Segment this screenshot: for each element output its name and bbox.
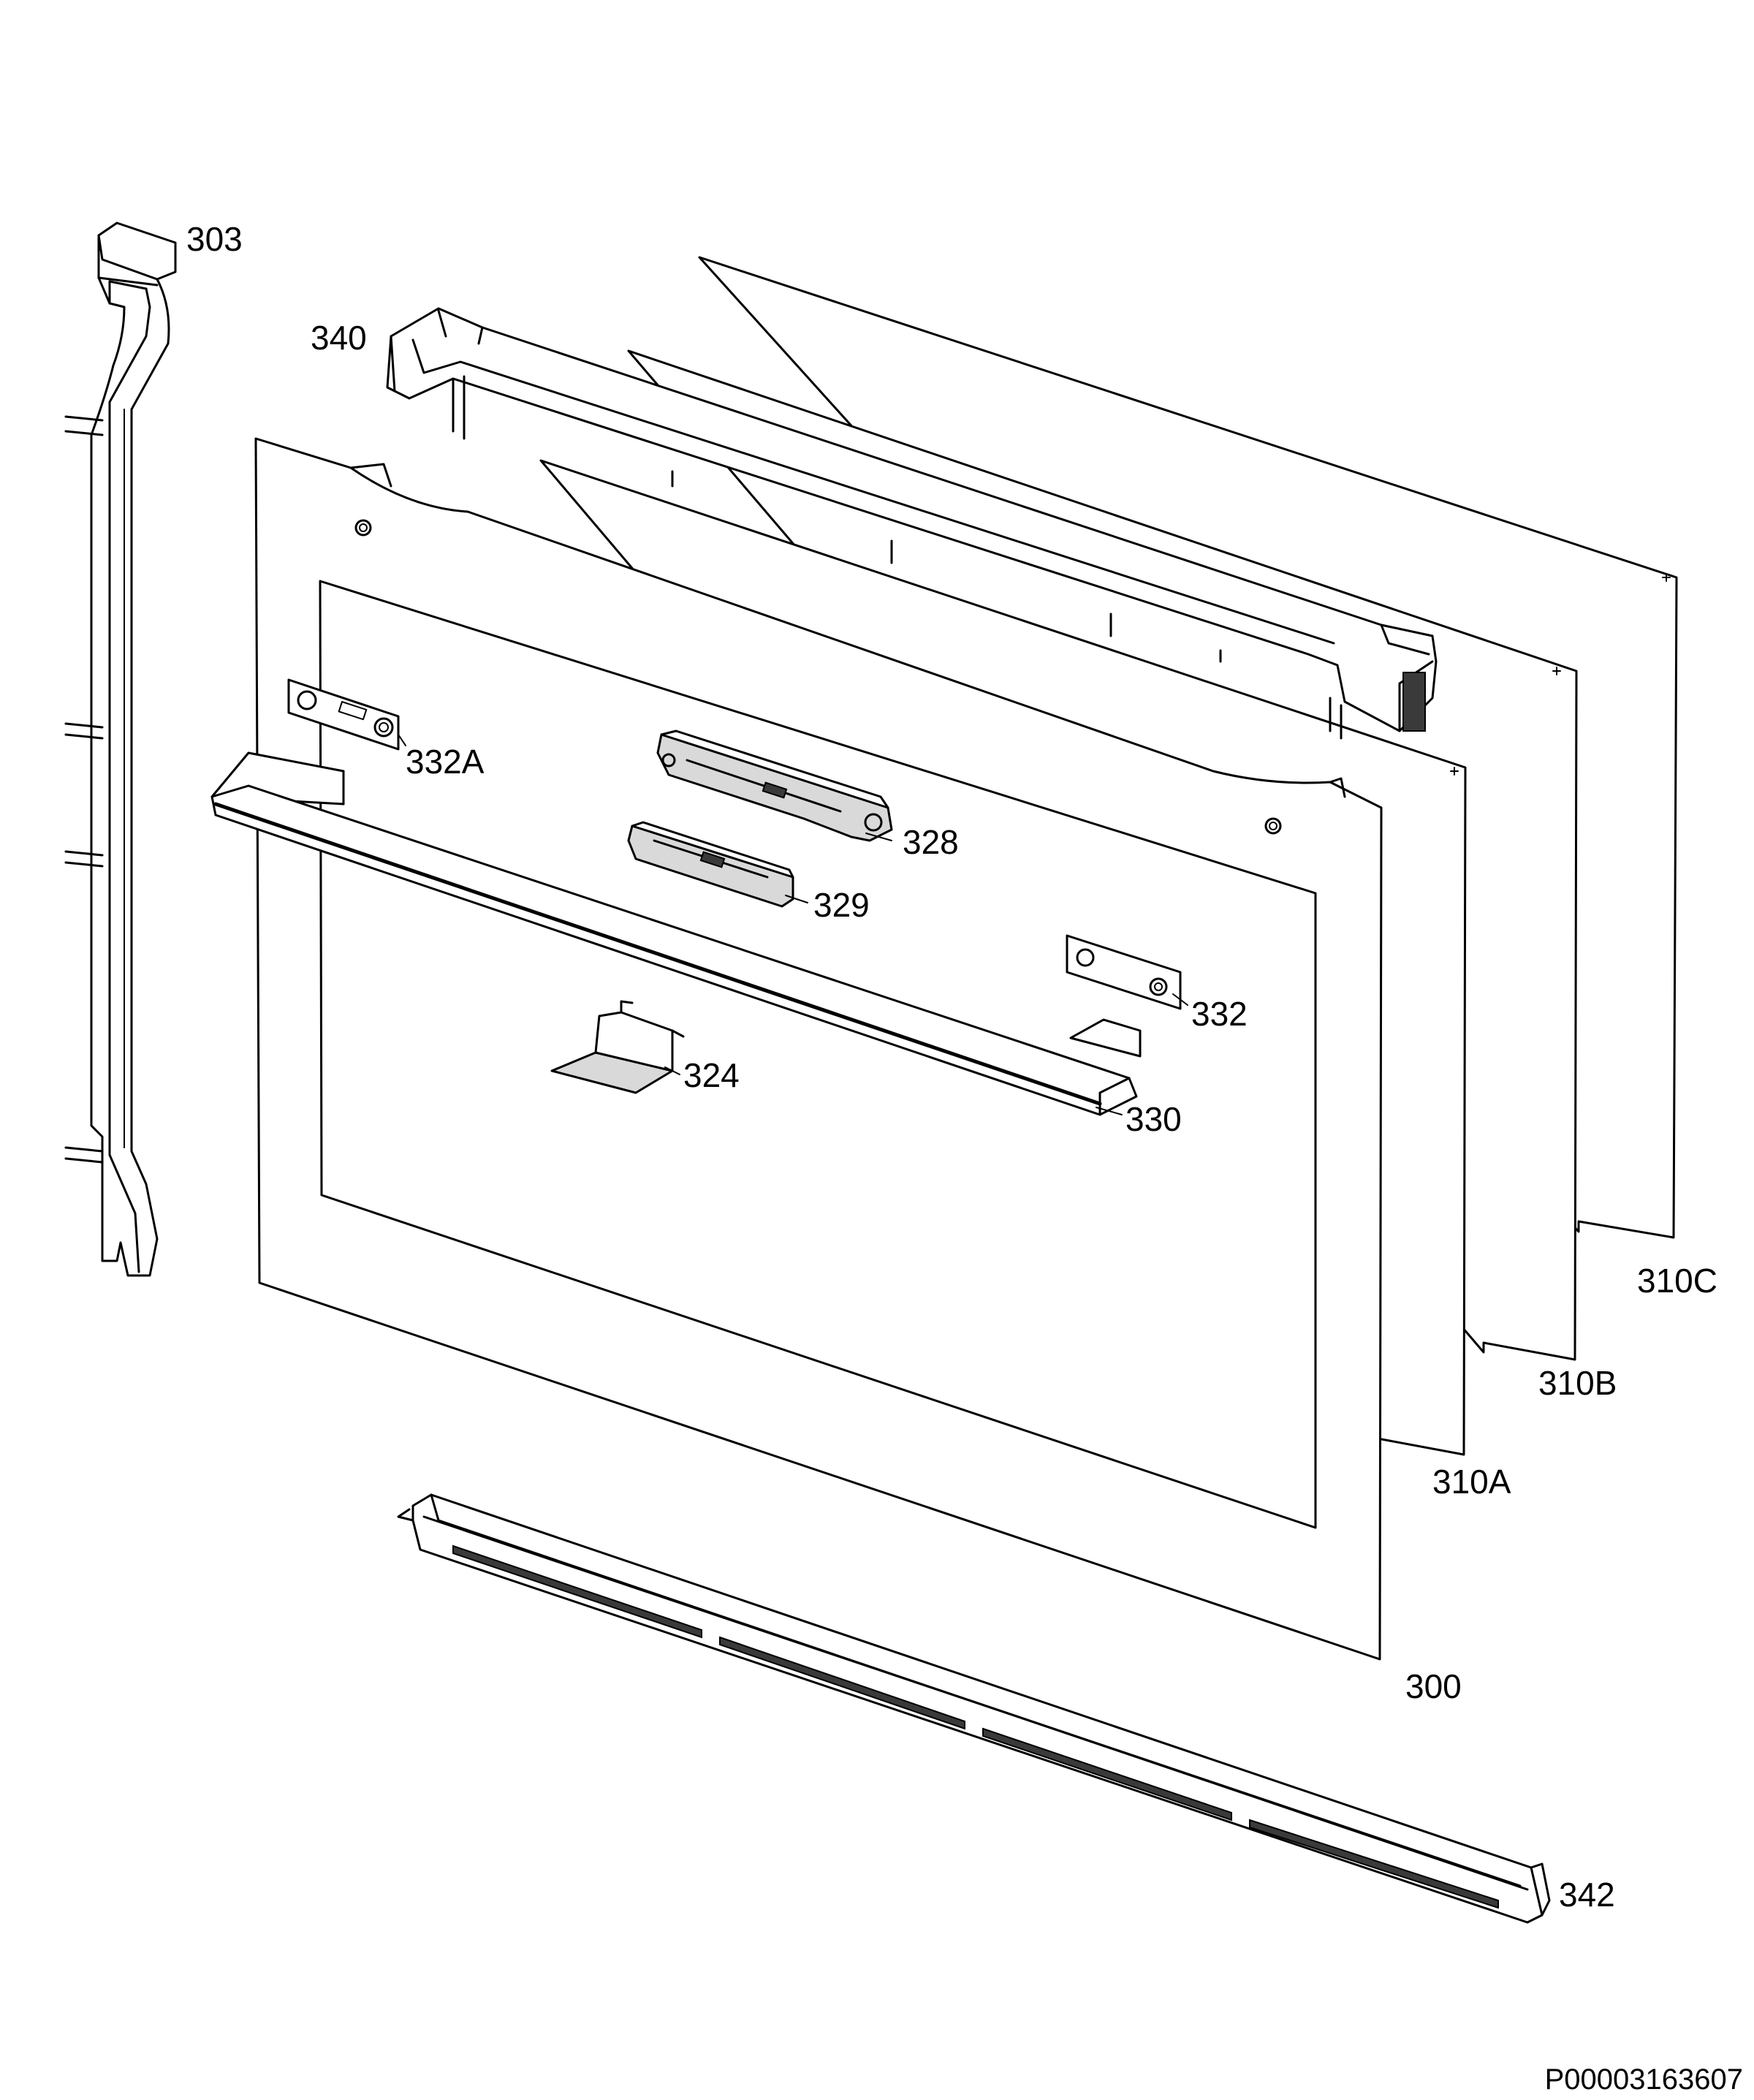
part-label-329: 329 xyxy=(813,886,870,924)
bottom-trim-342 xyxy=(397,1493,1551,1924)
part-label-300: 300 xyxy=(1405,1667,1462,1705)
door-frame-300 xyxy=(254,437,1383,1661)
part-label-303: 303 xyxy=(186,220,243,258)
door-handle-330 xyxy=(210,751,1142,1116)
catch-329 xyxy=(627,821,794,908)
part-label-310b: 310B xyxy=(1538,1364,1617,1402)
bracket-332 xyxy=(1066,934,1182,1010)
part-label-340: 340 xyxy=(311,319,367,357)
part-label-328: 328 xyxy=(903,823,959,861)
part-label-324: 324 xyxy=(683,1056,740,1094)
leader-lines xyxy=(398,734,1188,1115)
part-label-332: 332 xyxy=(1191,995,1248,1033)
document-id: P00003163607 xyxy=(1545,2063,1743,2096)
part-label-310a: 310A xyxy=(1432,1463,1511,1501)
latch-328 xyxy=(656,729,893,842)
clip-324 xyxy=(550,1000,685,1094)
bracket-332a xyxy=(287,678,400,751)
part-label-342: 342 xyxy=(1559,1876,1615,1914)
side-rail-303 xyxy=(64,221,177,1277)
top-trim-340 xyxy=(386,307,1438,740)
part-label-310c: 310C xyxy=(1637,1262,1717,1300)
part-label-332a: 332A xyxy=(406,743,485,781)
part-label-330: 330 xyxy=(1125,1100,1182,1138)
